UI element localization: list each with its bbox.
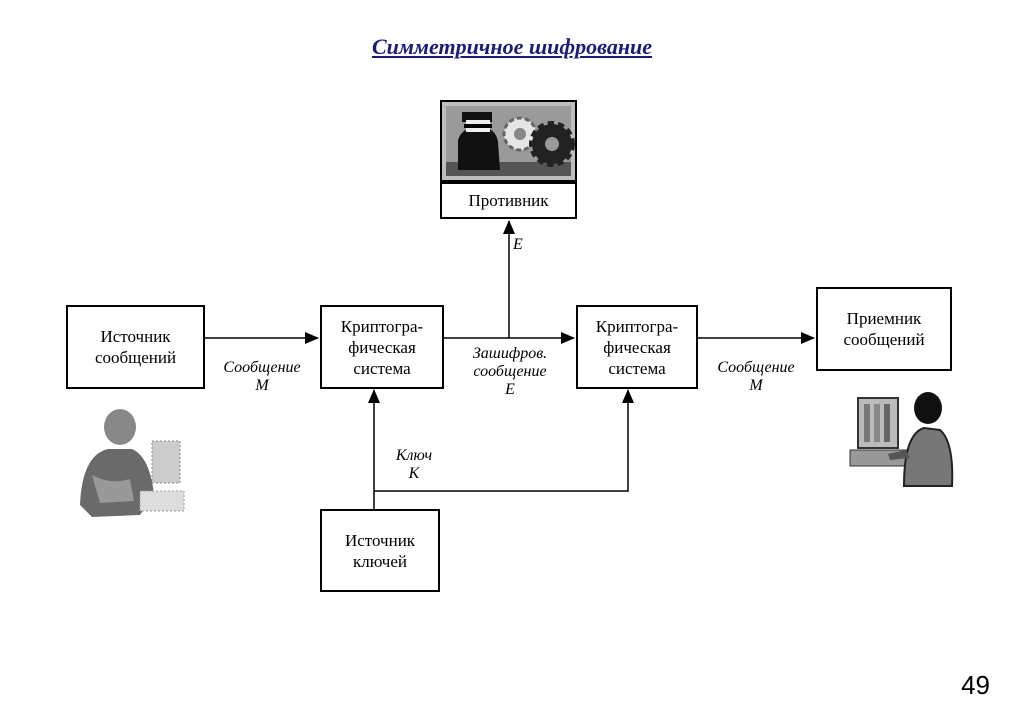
- adversary-box: Противник: [440, 182, 577, 219]
- crypto-system-sender-box: Криптогра- фическая система: [320, 305, 444, 389]
- adversary-spy-gears-icon: [440, 100, 577, 182]
- message-source-box: Источник сообщений: [66, 305, 205, 389]
- box-line: Криптогра-: [340, 316, 424, 336]
- receiver-person-computer-icon: [848, 390, 958, 490]
- box-line: система: [353, 358, 411, 378]
- page-number: 49: [961, 670, 990, 700]
- encrypted-message-label: Зашифров. сообщение E: [472, 345, 548, 398]
- box-line: ключей: [353, 551, 407, 571]
- adversary-label: Противник: [468, 191, 549, 210]
- sender-person-computer-icon: [70, 405, 190, 525]
- message-receiver-box: Приемник сообщений: [816, 287, 952, 371]
- message-m-right-label: Сообщение M: [717, 359, 795, 394]
- box-line: Приемник: [846, 309, 922, 328]
- adversary-e-label: E: [513, 236, 523, 253]
- box-line: сообщений: [843, 330, 925, 349]
- box-line: фическая: [603, 337, 671, 357]
- message-m-left-label: Сообщение M: [223, 359, 301, 394]
- box-line: система: [608, 358, 666, 378]
- key-line-to-crypto2: [374, 389, 634, 492]
- crypto-system-receiver-box: Криптогра- фическая система: [576, 305, 698, 389]
- box-line: Источник: [100, 327, 171, 346]
- box-line: Источник: [344, 530, 416, 550]
- box-line: фическая: [348, 337, 416, 357]
- box-line: сообщений: [94, 348, 177, 367]
- box-line: Криптогра-: [595, 316, 679, 336]
- page-title: Симметричное шифрование: [371, 34, 653, 59]
- key-source-box: Источник ключей: [320, 509, 440, 592]
- key-k-label: Ключ K: [395, 447, 433, 482]
